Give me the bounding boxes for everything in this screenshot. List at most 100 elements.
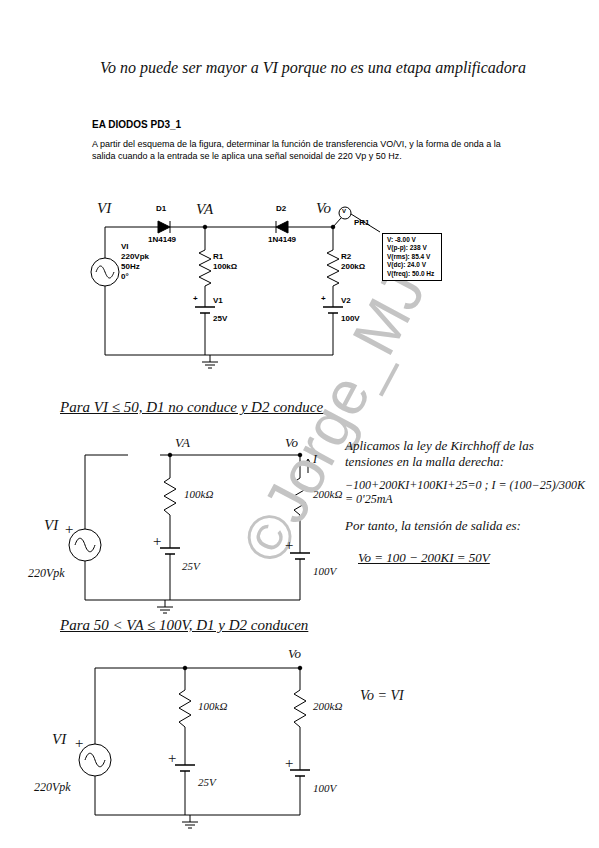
- probe-symbol: [333, 207, 380, 232]
- probe-value: V: -8.00 V: [387, 236, 437, 244]
- resistor-symbol: [199, 250, 339, 286]
- part-value: 220Vpk: [121, 252, 149, 262]
- part-value: 100V: [313, 565, 336, 578]
- node-label: VI: [52, 730, 66, 748]
- part-value: 25V: [213, 314, 227, 324]
- circuit-2-wires: [170, 455, 171, 600]
- node-label: VI: [44, 516, 58, 534]
- handwritten-note: Vo no puede ser mayor a VI porque no es …: [100, 58, 526, 77]
- polarity-sign: +: [167, 749, 177, 767]
- node-label: Vo: [316, 199, 331, 217]
- equation: −100+200KI+100KI+25=0 ; I = (100−25)/300…: [345, 478, 590, 507]
- probe-symbol: [333, 218, 341, 227]
- probe-symbol-letter: V: [342, 208, 346, 215]
- ac-source-symbol: [96, 266, 114, 278]
- polarity-sign: +: [193, 294, 198, 304]
- current-label: I: [313, 452, 317, 466]
- case-heading: Para VI ≤ 50, D1 no conduce y D2 conduce: [60, 398, 323, 416]
- circuit-1-wires: [105, 225, 335, 355]
- diode-symbol: [276, 221, 288, 233]
- node-label: Vo: [288, 646, 301, 662]
- ac-source-symbol: [91, 258, 119, 286]
- part-value: 25V: [198, 776, 216, 789]
- probe-symbol: [339, 207, 351, 219]
- node-label: VA: [196, 200, 213, 218]
- polarity-sign: +: [284, 536, 294, 554]
- ac-source-symbol: [75, 538, 95, 552]
- part-value: 200kΩ: [341, 262, 365, 272]
- worked-note: Por tanto, la tensión de salida es:: [345, 518, 521, 534]
- part-name: D2: [276, 204, 286, 214]
- resistor-symbol: [179, 690, 306, 727]
- battery-symbol: [195, 307, 343, 313]
- circuit-1-wires: [203, 225, 207, 229]
- polarity-sign: +: [152, 532, 162, 550]
- part-value: 25V: [182, 560, 200, 573]
- part-name: V2: [341, 296, 351, 306]
- part-value: 100kΩ: [184, 488, 213, 501]
- diode-symbol: [158, 221, 170, 233]
- source-value: 220Vpk: [34, 780, 71, 794]
- part-name: V1: [213, 296, 223, 306]
- part-value: 100V: [341, 314, 360, 324]
- ground-symbol: [202, 355, 218, 368]
- part-value: 100kΩ: [213, 262, 237, 272]
- part-value: 1N4149: [268, 235, 296, 245]
- node-label: VA: [175, 435, 190, 451]
- battery-symbol: [195, 307, 343, 313]
- ground-symbol: [182, 815, 198, 828]
- circuit-3-wires: [95, 666, 302, 815]
- part-value: 100V: [313, 782, 336, 795]
- resistor-symbol: [199, 250, 211, 286]
- problem-statement: A partir del esquema de la figura, deter…: [92, 138, 522, 162]
- part-name: R1: [213, 252, 223, 262]
- polarity-sign: +: [64, 520, 74, 538]
- node-label: Vo: [285, 435, 298, 451]
- probe-name: PR1: [354, 218, 370, 228]
- circuit-1-wires: [333, 227, 334, 355]
- part-name: R2: [341, 252, 351, 262]
- circuit-1-wires: [105, 227, 333, 355]
- ground-symbol: [157, 600, 173, 613]
- probe-value: V(dc): 24.0 V: [387, 261, 437, 269]
- probe-value: V(rms): 85.4 V: [387, 253, 437, 261]
- polarity-sign: +: [74, 734, 84, 752]
- part-name: D1: [156, 204, 166, 214]
- ground-symbol: [182, 815, 198, 828]
- part-value: 200kΩ: [313, 700, 342, 713]
- diode-symbol: [170, 221, 171, 233]
- part-value: 200kΩ: [313, 488, 342, 501]
- resistor-symbol: [327, 250, 339, 286]
- part-value: 100kΩ: [198, 700, 227, 713]
- probe-symbol: [351, 214, 380, 232]
- case-heading: Para 50 < VA ≤ 100V, D1 y D2 conducen: [60, 616, 308, 634]
- probe-value: V(freq): 50.0 Hz: [387, 270, 437, 278]
- node-label: VI: [97, 199, 111, 217]
- circuit-2-wires: [168, 453, 172, 457]
- polarity-sign: +: [321, 294, 326, 304]
- circuit-3-wires: [183, 666, 187, 670]
- result: Vo = VI: [360, 688, 404, 705]
- ground-symbol: [157, 600, 173, 613]
- resistor-symbol: [164, 478, 176, 515]
- circuit-3-wires: [95, 668, 300, 815]
- document-title: EA DIODOS PD3_1: [92, 119, 181, 131]
- resistor-symbol: [179, 690, 191, 727]
- worked-note: Aplicamos la ley de Kirchhoff de las ten…: [345, 438, 577, 469]
- probe-value: V(p-p): 238 V: [387, 244, 437, 252]
- circuit-1-wires: [205, 227, 206, 355]
- result: Vo = 100 − 200KI = 50V: [358, 550, 490, 566]
- part-value: 50Hz: [121, 262, 140, 272]
- diode-symbol: [158, 221, 288, 233]
- probe-readout: V: -8.00 VV(p-p): 238 VV(rms): 85.4 VV(d…: [382, 233, 442, 281]
- polarity-sign: +: [284, 754, 294, 772]
- ac-source-symbol: [85, 753, 105, 767]
- ac-source-symbol: [91, 258, 119, 286]
- part-name: VI: [121, 242, 129, 252]
- part-value: 0°: [121, 272, 129, 282]
- source-value: 220Vpk: [28, 566, 65, 580]
- diode-symbol: [276, 221, 277, 233]
- circuit-3-wires: [298, 666, 302, 670]
- part-value: 1N4149: [148, 235, 176, 245]
